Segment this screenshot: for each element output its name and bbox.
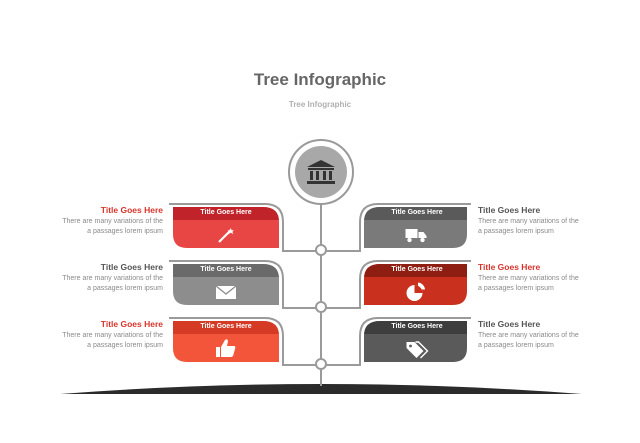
leaf-connector (169, 203, 321, 252)
side-title: Title Goes Here (100, 319, 163, 329)
leaf-connector (321, 260, 471, 309)
thumbs-up-icon (216, 339, 236, 357)
leaf-connector (169, 317, 321, 366)
leaf-header (364, 321, 467, 334)
leaf-1 (169, 203, 321, 252)
truck-icon (405, 229, 427, 243)
leaf-label: Title Goes Here (391, 209, 443, 216)
leaf-label: Title Goes Here (200, 266, 252, 273)
side-title: Title Goes Here (100, 205, 163, 215)
pie-chart-icon (406, 281, 427, 301)
leaf-header (173, 321, 279, 334)
side-title: Title Goes Here (478, 205, 541, 215)
leaf-connector (321, 203, 471, 252)
leaf-label: Title Goes Here (391, 266, 443, 273)
leaf-header (364, 264, 467, 277)
side-title: Title Goes Here (478, 262, 541, 272)
junction-node (315, 244, 327, 256)
junction-node (315, 301, 327, 313)
leaf-label: Title Goes Here (200, 323, 252, 330)
leaf-3 (169, 260, 321, 309)
envelope-icon (215, 285, 237, 299)
leaf-header (173, 264, 279, 277)
leaf-4 (321, 260, 471, 309)
side-title: Title Goes Here (478, 319, 541, 329)
leaf-header (173, 207, 279, 220)
root-node (288, 139, 354, 205)
leaf-label: Title Goes Here (200, 209, 252, 216)
page-subtitle: Tree Infographic (288, 100, 352, 109)
price-tags-icon (406, 341, 429, 359)
leaf-connector (169, 260, 321, 309)
junction-node (315, 358, 327, 370)
leaf-5 (169, 317, 321, 366)
leaf-label: Title Goes Here (391, 323, 443, 330)
leaf-connector (321, 317, 471, 366)
bank-icon (307, 160, 335, 184)
leaf-header (364, 207, 467, 220)
side-title: Title Goes Here (100, 262, 163, 272)
page-title: Tree Infographic (253, 70, 387, 89)
ground (60, 384, 582, 394)
leaf-6 (321, 317, 471, 366)
magic-wand-icon (218, 227, 234, 243)
leaf-2 (321, 203, 471, 252)
